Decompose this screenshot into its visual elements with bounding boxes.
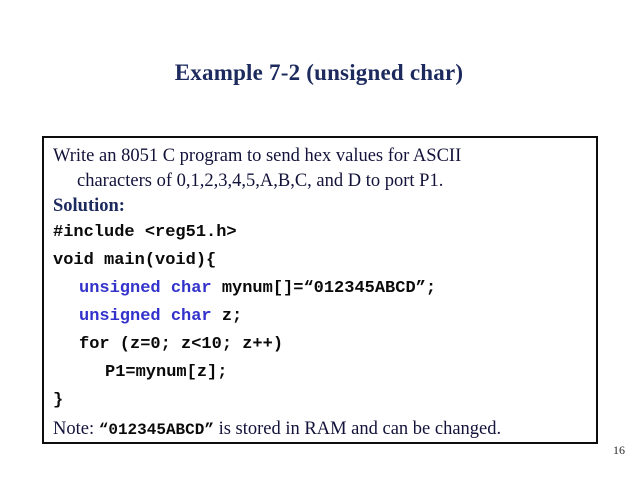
code-line-main: void main(void){ xyxy=(53,247,588,275)
problem-statement-line-1: Write an 8051 C program to send hex valu… xyxy=(53,146,462,166)
code-line-declare-z: unsigned char z; xyxy=(53,303,588,331)
code-line-assign-p1: P1=mynum[z]; xyxy=(53,359,588,387)
note-suffix: is stored in RAM and can be changed. xyxy=(213,419,502,439)
page-number: 16 xyxy=(613,443,625,457)
code-text: z; xyxy=(211,307,243,326)
code-text: } xyxy=(53,391,64,410)
content-box: Write an 8051 C program to send hex valu… xyxy=(42,136,598,444)
note-line: Note: “012345ABCD” is stored in RAM and … xyxy=(53,415,588,443)
code-line-declare-mynum: unsigned char mynum[]=“012345ABCD”; xyxy=(53,275,588,303)
code-text: for (z=0; z<10; z++) xyxy=(79,335,284,354)
problem-statement: Write an 8051 C program to send hex valu… xyxy=(53,144,588,193)
code-text: P1=mynum[z]; xyxy=(105,363,228,382)
code-text: void main(void){ xyxy=(53,251,217,270)
code-keyword: unsigned char xyxy=(79,279,212,298)
note-prefix: Note: xyxy=(53,419,99,439)
code-text: mynum[]=“012345ABCD”; xyxy=(211,279,437,298)
solution-label: Solution: xyxy=(53,196,125,216)
code-line-close-brace: } xyxy=(53,387,588,415)
note-literal: “012345ABCD” xyxy=(98,421,214,439)
problem-statement-line-2: characters of 0,1,2,3,4,5,A,B,C, and D t… xyxy=(77,170,444,191)
code-keyword: unsigned char xyxy=(79,307,212,326)
code-line-include: #include <reg51.h> xyxy=(53,219,588,247)
page-title: Example 7-2 (unsigned char) xyxy=(174,60,464,85)
code-line-for-loop: for (z=0; z<10; z++) xyxy=(53,331,588,359)
code-text: #include <reg51.h> xyxy=(53,223,237,242)
